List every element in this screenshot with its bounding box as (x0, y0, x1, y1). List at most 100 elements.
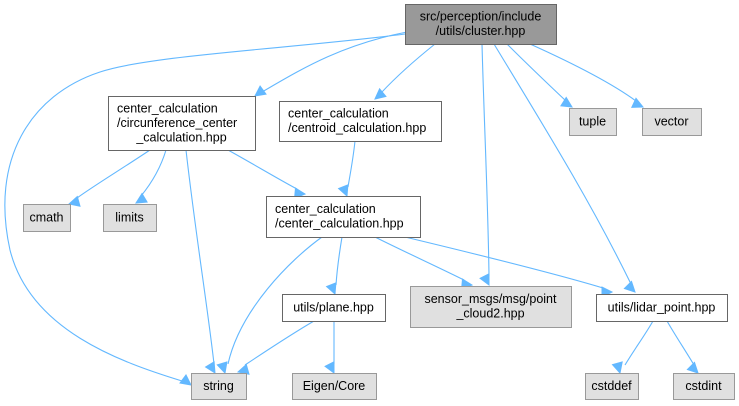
arrowhead-icon (479, 272, 490, 287)
node-label-line: /utils/cluster.hpp (436, 24, 526, 38)
node-box (292, 373, 377, 400)
node-box (673, 373, 735, 400)
node-box (191, 373, 247, 400)
arrowhead-icon (631, 97, 645, 108)
node-circ[interactable]: center_calculation/circunference_center_… (108, 96, 256, 151)
node-label-line: string (203, 379, 234, 393)
edge-line (666, 320, 695, 366)
node-box (23, 204, 71, 232)
node-label-line: cstddef (591, 379, 632, 393)
edge-lidar-to-cstddef (611, 320, 654, 375)
edge-line (227, 236, 323, 365)
edge-line (380, 43, 436, 94)
edge-circ-to-string (185, 149, 216, 374)
edge-centroid-to-center (337, 140, 356, 198)
node-vector[interactable]: vector (642, 108, 702, 136)
nodes-layer: src/perception/include/utils/cluster.hpp… (23, 4, 735, 400)
edge-line (261, 31, 408, 93)
node-limits[interactable]: limits (103, 204, 157, 232)
edge-line (481, 43, 490, 277)
node-centroid[interactable]: center_calculation/centroid_calculation.… (279, 101, 442, 142)
edge-line (493, 43, 632, 285)
edge-lidar-to-cstdint (666, 320, 699, 374)
edge-circ-to-limits (135, 149, 167, 204)
edge-line (185, 149, 215, 365)
edge-line (529, 43, 637, 102)
edges-layer (4, 31, 699, 386)
edge-line (624, 320, 654, 366)
arrowhead-icon (324, 360, 335, 375)
node-label-line: center_calculation (117, 101, 218, 115)
arrowhead-icon (254, 85, 267, 97)
node-label-line: utils/plane.hpp (293, 300, 374, 314)
node-center[interactable]: center_calculation/center_calculation.hp… (266, 196, 421, 238)
node-cstddef[interactable]: cstddef (585, 373, 639, 400)
node-box (282, 294, 386, 322)
arrowhead-icon (67, 195, 81, 207)
edge-cluster-to-circ (254, 31, 408, 97)
edge-plane-to-eigen (324, 321, 335, 375)
node-box (279, 101, 442, 142)
node-lidar[interactable]: utils/lidar_point.hpp (596, 294, 728, 322)
node-label-line: _calculation.hpp (135, 130, 226, 144)
node-box (108, 96, 256, 151)
node-label-line: center_calculation (288, 107, 389, 121)
arrowhead-icon (135, 192, 148, 204)
edge-line (76, 149, 151, 199)
node-string[interactable]: string (191, 373, 247, 400)
node-label-line: /circunference_center (117, 116, 237, 130)
edge-line (227, 149, 298, 190)
edge-line (374, 236, 465, 281)
node-eigen[interactable]: Eigen/Core (292, 373, 377, 400)
arrowhead-icon (686, 361, 699, 374)
node-box (569, 108, 617, 136)
node-label-line: tuple (579, 114, 606, 128)
arrowhead-icon (216, 361, 228, 375)
edge-center-to-pc2 (374, 236, 474, 290)
node-cluster[interactable]: src/perception/include/utils/cluster.hpp (405, 4, 557, 45)
edge-line (4, 33, 406, 382)
edge-line (335, 236, 343, 286)
edge-cluster-to-tuple (506, 43, 573, 108)
edge-circ-to-cmath (67, 149, 151, 207)
edge-line (140, 149, 167, 197)
node-box (103, 204, 157, 232)
edge-cluster-to-pc2 (479, 43, 490, 287)
edge-line (506, 43, 567, 102)
arrowhead-icon (204, 361, 216, 374)
node-box (266, 196, 421, 238)
node-label-line: center_calculation (275, 202, 376, 216)
node-pc2[interactable]: sensor_msgs/msg/point_cloud2.hpp (410, 286, 572, 328)
arrowhead-icon (179, 374, 192, 386)
node-label-line: src/perception/include (420, 10, 542, 24)
node-label-line: utils/lidar_point.hpp (608, 300, 716, 314)
node-box (585, 373, 639, 400)
arrowhead-icon (325, 282, 337, 296)
node-label-line: Eigen/Core (303, 379, 366, 393)
arrowhead-icon (623, 280, 636, 293)
edge-cluster-to-lidar (493, 43, 636, 293)
node-cstdint[interactable]: cstdint (673, 373, 735, 400)
node-cmath[interactable]: cmath (23, 204, 71, 232)
edge-cluster-to-string (4, 33, 406, 386)
edge-center-to-plane (325, 236, 343, 296)
node-box (642, 108, 702, 136)
node-label-line: _cloud2.hpp (455, 307, 524, 321)
edge-plane-to-string (236, 320, 315, 375)
arrowhead-icon (236, 363, 250, 375)
edge-cluster-to-vector (529, 43, 645, 108)
node-tuple[interactable]: tuple (569, 108, 617, 136)
edge-cluster-to-centroid (374, 43, 436, 100)
arrowhead-icon (337, 184, 349, 198)
edge-circ-to-center (227, 149, 307, 199)
node-label-line: vector (654, 114, 688, 128)
edge-line (347, 140, 356, 188)
arrowhead-icon (611, 361, 623, 375)
node-label-line: cstdint (685, 379, 722, 393)
node-label-line: /centroid_calculation.hpp (288, 121, 426, 135)
node-plane[interactable]: utils/plane.hpp (282, 294, 386, 322)
arrowhead-icon (560, 96, 573, 108)
node-box (410, 286, 572, 328)
node-label-line: /center_calculation.hpp (275, 217, 404, 231)
